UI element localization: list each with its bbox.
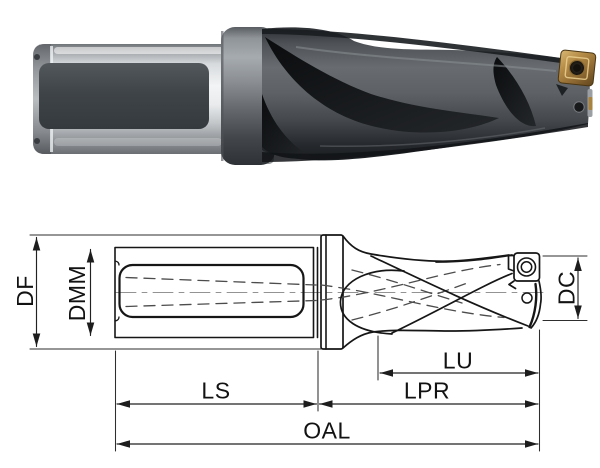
outline-flute-body <box>339 235 542 349</box>
dim-label-oal: OAL <box>303 418 351 444</box>
insert-screw-outline <box>516 257 537 277</box>
hidden-line <box>351 282 467 321</box>
hidden-line <box>125 299 317 308</box>
carbide-insert <box>557 49 597 87</box>
hidden-line <box>125 276 317 286</box>
outline-shank <box>114 234 344 350</box>
hidden-line <box>320 263 501 301</box>
coolant-hole-outline <box>521 292 533 304</box>
tip-insert-sliver <box>588 97 593 110</box>
shank-notch-bottom <box>34 138 40 144</box>
insert-clamp-lines <box>507 254 515 272</box>
shank-left-bumps <box>114 260 120 322</box>
flute-groove-main <box>265 37 499 133</box>
insert-clamp-shadow <box>556 84 568 96</box>
dim-label-df: DF <box>12 275 38 307</box>
shank-bottom-highlight <box>54 138 222 146</box>
insert-screw-inner-outline <box>520 261 533 273</box>
body-lower-highlight <box>319 127 546 148</box>
flute-groove-lower <box>262 94 312 159</box>
dimension-lines <box>32 236 582 448</box>
tip-right-edge <box>530 280 542 329</box>
dim-label-dmm: DMM <box>64 265 90 321</box>
dimension-labels: DF DMM DC LU LS LPR OAL <box>12 265 580 444</box>
helix-edge-2 <box>391 272 513 334</box>
extension-lines <box>29 234 588 452</box>
dim-label-ls: LS <box>201 378 230 404</box>
dim-label-dc: DC <box>554 271 580 305</box>
collar-outline <box>320 234 344 350</box>
flute-bottom-edge <box>342 327 523 349</box>
flute-body <box>262 27 590 161</box>
collar <box>221 27 275 165</box>
dim-label-lu: LU <box>443 348 473 374</box>
insert-drawing <box>507 252 541 304</box>
insert-bevel <box>564 55 590 81</box>
dim-label-lpr: LPR <box>404 378 450 404</box>
tip-right-edge-inner <box>528 282 538 329</box>
weldon-flat-panel <box>39 63 209 129</box>
body-bottom-shading <box>262 123 588 162</box>
shank-notch-top <box>34 54 40 60</box>
helix-edge-1 <box>370 255 529 327</box>
shank-top-highlight <box>54 47 224 54</box>
insert-lower-notch <box>508 280 517 290</box>
weldon-flat-outline <box>118 263 305 319</box>
hidden-line <box>351 269 463 304</box>
coolant-hole <box>573 101 585 113</box>
body-top-shading <box>262 28 589 67</box>
hidden-line <box>320 284 505 319</box>
insert-screw-socket <box>573 64 581 72</box>
collar-left-seam <box>221 31 224 161</box>
drill-photo <box>33 27 597 165</box>
dimension-drawing: DF DMM DC LU LS LPR OAL <box>12 234 588 452</box>
body-highlight-streak <box>295 46 557 72</box>
shank-outline <box>114 246 315 339</box>
flute-top-edge <box>342 235 510 263</box>
hidden-coolant-lines <box>125 263 505 321</box>
cutting-land-edge <box>435 254 513 263</box>
flute-runout-tongue <box>339 269 405 335</box>
flute-groove-tip <box>493 57 536 127</box>
insert-outline <box>513 252 541 282</box>
